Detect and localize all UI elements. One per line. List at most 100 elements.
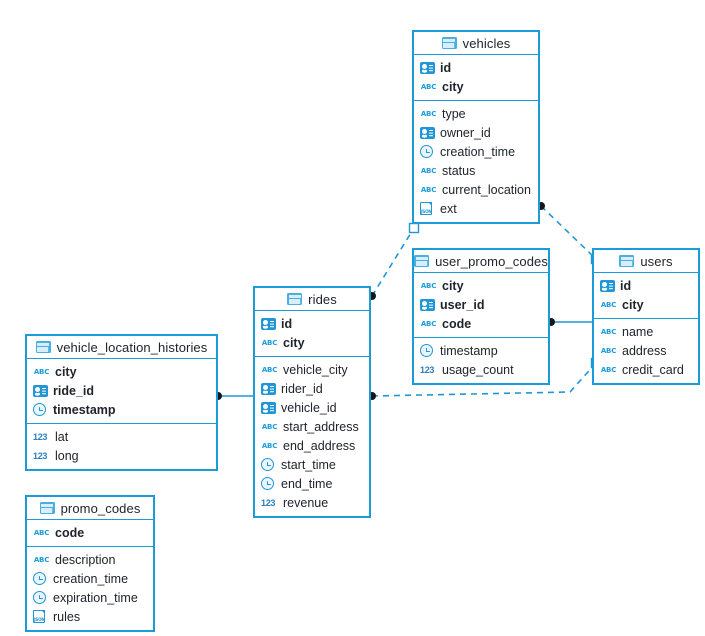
field-row-ride_id[interactable]: ride_id [27, 381, 216, 400]
field-row-creation_time[interactable]: creation_time [27, 569, 153, 588]
clock-icon [261, 458, 274, 471]
table-title: vehicles [462, 35, 511, 51]
field-name: status [442, 163, 476, 178]
field-name: name [622, 324, 654, 339]
field-row-timestamp[interactable]: timestamp [27, 400, 216, 419]
table-icon [414, 255, 430, 267]
number-icon: 123 [33, 450, 48, 461]
table-header-vehicle_location_histories[interactable]: vehicle_location_histories [27, 336, 216, 359]
field-row-long[interactable]: 123 long [27, 446, 216, 465]
table-header-user_promo_codes[interactable]: user_promo_codes [414, 250, 548, 273]
abc-string-icon: ABC [261, 441, 278, 450]
abc-string-icon: ABC [600, 327, 617, 336]
abc-string-icon: ABC [420, 82, 437, 91]
table-header-users[interactable]: users [594, 250, 698, 273]
field-name: rider_id [281, 381, 323, 396]
number-icon: 123 [420, 364, 435, 375]
abc-string-icon: ABC [420, 185, 437, 194]
field-name: long [55, 448, 79, 463]
table-icon [35, 341, 51, 353]
field-row-vehicle_id[interactable]: vehicle_id [255, 398, 369, 417]
field-row-name[interactable]: ABC name [594, 322, 698, 341]
field-name: ext [440, 201, 457, 216]
field-row-expiration_time[interactable]: expiration_time [27, 588, 153, 607]
field-row-owner_id[interactable]: owner_id [414, 123, 538, 142]
field-row-id[interactable]: id [414, 58, 538, 77]
abc-string-icon: ABC [600, 346, 617, 355]
field-name: city [622, 297, 644, 312]
field-row-end_time[interactable]: end_time [255, 474, 369, 493]
field-name: city [442, 79, 464, 94]
table-icon [441, 37, 457, 49]
table-header-vehicles[interactable]: vehicles [414, 32, 538, 55]
field-row-rules[interactable]: rules [27, 607, 153, 626]
abc-string-icon: ABC [33, 367, 50, 376]
id-card-icon [261, 382, 276, 395]
field-name: creation_time [53, 571, 129, 586]
json-icon [420, 201, 433, 215]
table-header-promo_codes[interactable]: promo_codes [27, 497, 153, 520]
field-row-id[interactable]: id [255, 314, 369, 333]
table-icon [39, 502, 55, 514]
relationship-user-promo-codes-to-users[interactable] [547, 318, 592, 326]
field-row-timestamp[interactable]: timestamp [414, 341, 548, 360]
field-row-ext[interactable]: ext [414, 199, 538, 218]
field-row-creation_time[interactable]: creation_time [414, 142, 538, 161]
table-title: user_promo_codes [435, 253, 548, 269]
id-card-icon [420, 298, 435, 311]
field-name: timestamp [53, 402, 116, 417]
abc-string-icon: ABC [33, 555, 50, 564]
field-name: city [442, 278, 464, 293]
abc-string-icon: ABC [420, 281, 437, 290]
field-row-current_location[interactable]: ABC current_location [414, 180, 538, 199]
table-header-rides[interactable]: rides [255, 288, 369, 311]
field-name: current_location [442, 182, 531, 197]
field-row-city[interactable]: ABC city [255, 333, 369, 352]
field-row-id[interactable]: id [594, 276, 698, 295]
field-row-city[interactable]: ABC city [414, 276, 548, 295]
field-row-rider_id[interactable]: rider_id [255, 379, 369, 398]
field-name: city [283, 335, 305, 350]
relationship-vehicle-location-histories-to-rides[interactable] [214, 392, 253, 400]
field-name: creation_time [440, 144, 516, 159]
abc-string-icon: ABC [600, 300, 617, 309]
json-icon [33, 609, 46, 623]
abc-string-icon: ABC [420, 319, 437, 328]
abc-string-icon: ABC [261, 338, 278, 347]
relationship-rides-to-vehicles[interactable] [368, 222, 420, 301]
id-card-icon [33, 384, 48, 397]
field-row-start_time[interactable]: start_time [255, 455, 369, 474]
field-row-city[interactable]: ABC city [414, 77, 538, 96]
field-row-city[interactable]: ABC city [594, 295, 698, 314]
field-row-user_id[interactable]: user_id [414, 295, 548, 314]
table-icon [287, 293, 303, 305]
one-end-marker [408, 222, 420, 234]
